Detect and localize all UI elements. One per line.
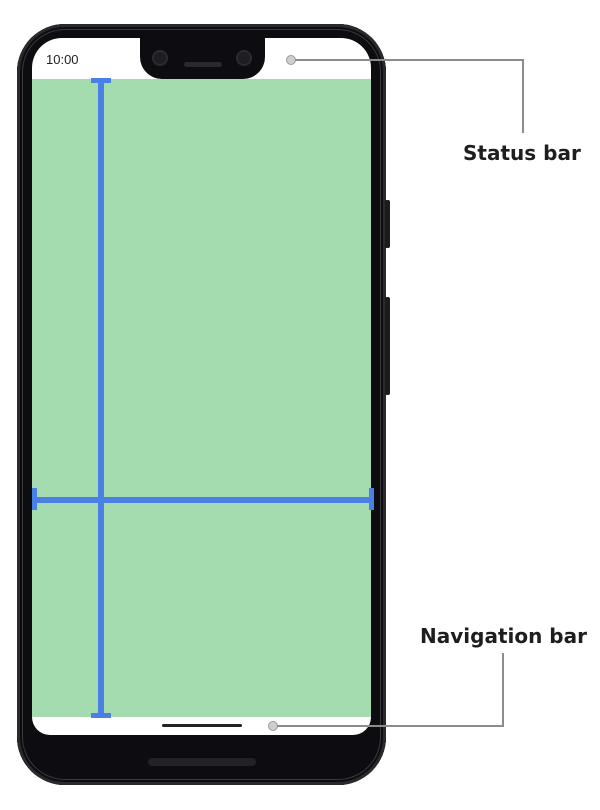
- phone-screen: 10:00: [32, 38, 371, 735]
- status-bar-time: 10:00: [46, 52, 79, 67]
- horizontal-inset-line: [33, 497, 373, 503]
- front-camera-left-icon: [152, 50, 168, 66]
- status-bar-label: Status bar: [463, 141, 581, 165]
- navigation-bar-callout-line-h: [277, 725, 504, 727]
- navigation-bar-label: Navigation bar: [420, 624, 587, 648]
- vertical-inset-top-cap: [91, 78, 111, 83]
- volume-button: [385, 297, 390, 395]
- status-bar-callout-line-v: [522, 59, 524, 133]
- horizontal-inset-left-cap: [32, 488, 37, 510]
- status-bar-callout-line-h: [295, 59, 523, 61]
- display-notch: [140, 38, 265, 79]
- earpiece-speaker: [184, 62, 222, 67]
- gesture-navigation-handle[interactable]: [162, 724, 242, 727]
- navigation-bar-callout-line-v: [502, 653, 504, 727]
- bottom-speaker-grille: [148, 758, 256, 766]
- front-camera-right-icon: [236, 50, 252, 66]
- power-button: [385, 200, 390, 248]
- horizontal-inset-right-cap: [369, 488, 374, 510]
- vertical-inset-line: [98, 79, 104, 717]
- app-content-area: [32, 79, 371, 717]
- vertical-inset-bottom-cap: [91, 713, 111, 718]
